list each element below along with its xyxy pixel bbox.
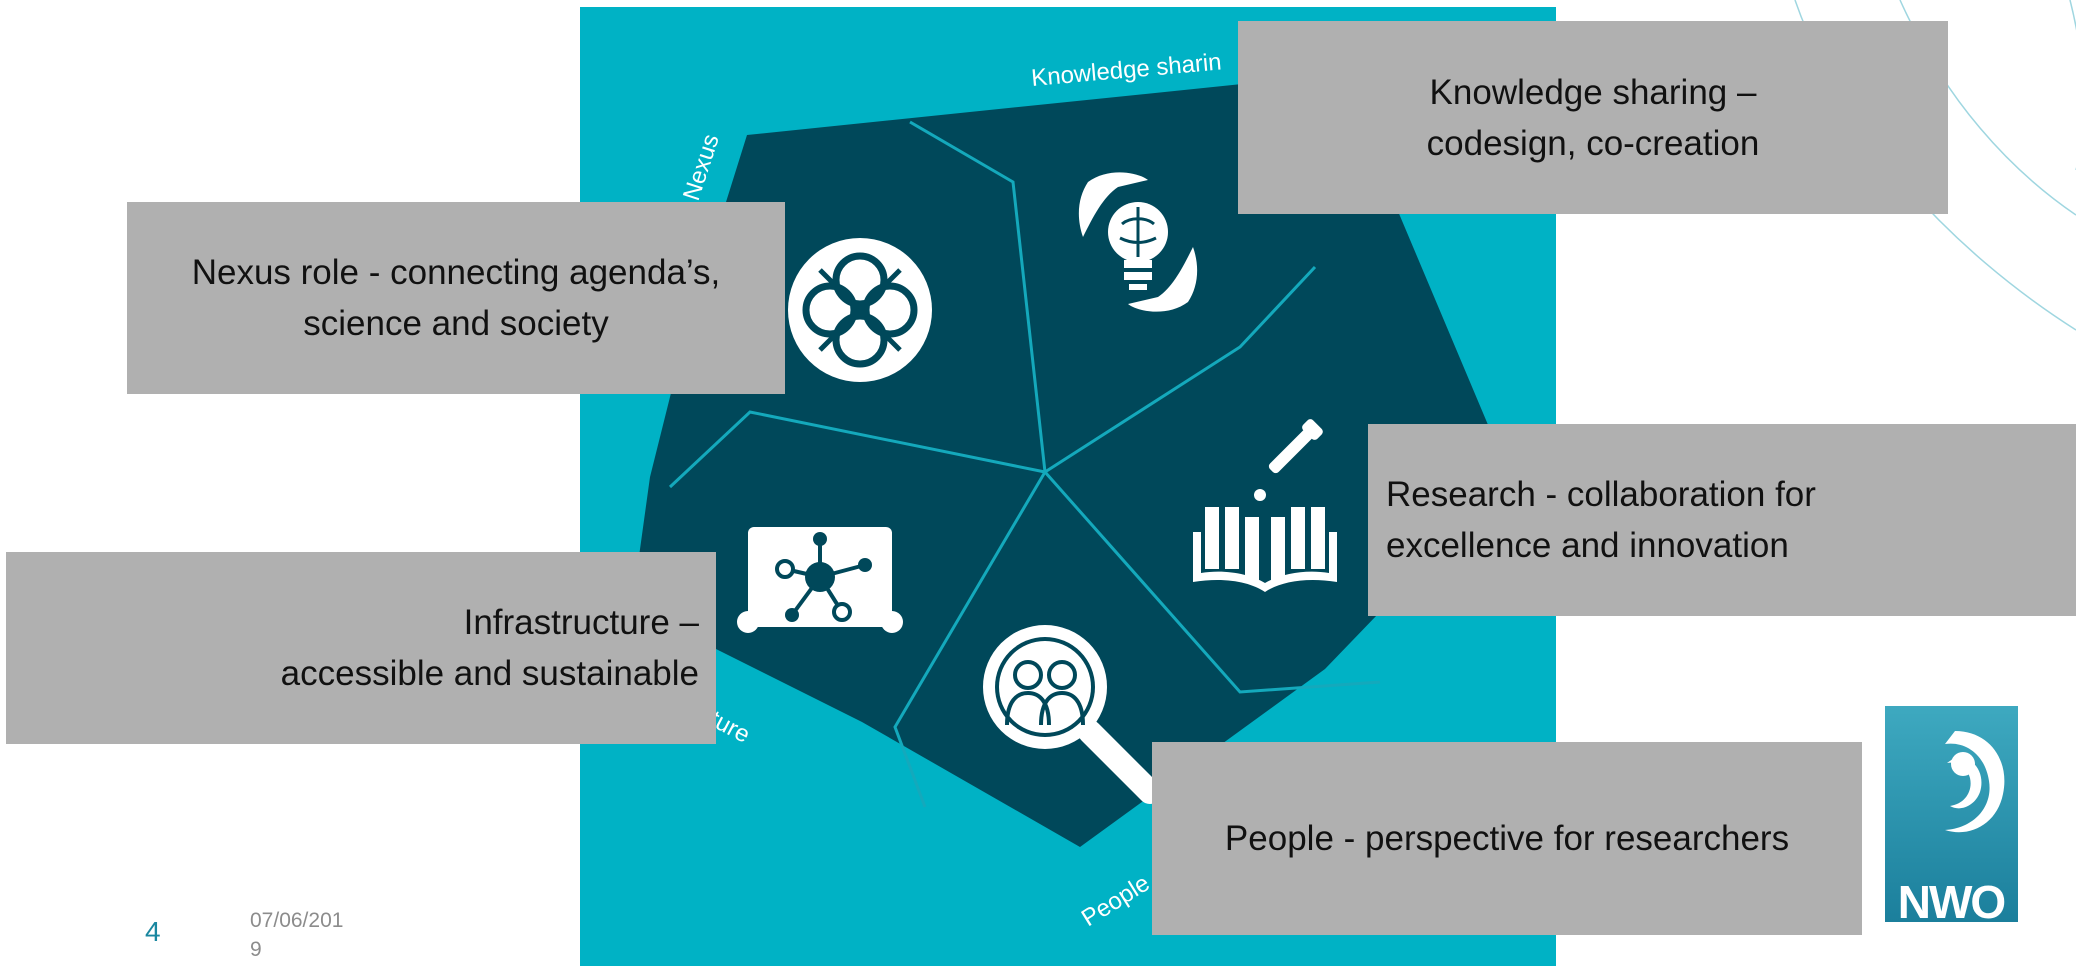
card-infrastructure-line2: accessible and sustainable [280, 654, 699, 693]
card-research: Research - collaboration for excellence … [1368, 424, 2076, 616]
card-infrastructure-line1: Infrastructure – [463, 603, 699, 642]
card-nexus-line1: Nexus role - connecting agenda’s, [191, 253, 721, 292]
card-infrastructure: Infrastructure – accessible and sustaina… [6, 552, 716, 744]
book-pipette-icon [1193, 419, 1337, 592]
nwo-logo: NWO [1885, 706, 2018, 928]
card-knowledge-sharing: Knowledge sharing – codesign, co-creatio… [1238, 21, 1948, 214]
card-research-line2: excellence and innovation [1386, 526, 1789, 565]
brain-bulb-hands-icon [1078, 172, 1198, 312]
nwo-logo-text: NWO [1898, 876, 2005, 922]
card-people: People - perspective for researchers [1152, 742, 1862, 935]
people-magnifier-icon [983, 625, 1162, 804]
network-map-icon [737, 527, 903, 633]
nexus-arrows-icon [788, 238, 932, 382]
card-research-line1: Research - collaboration for [1386, 475, 1816, 514]
card-knowledge-line1: Knowledge sharing – [1429, 72, 1757, 112]
slide-date: 07/06/2019 [250, 909, 344, 961]
card-nexus-line2: science and society [303, 304, 609, 343]
card-nexus-role: Nexus role - connecting agenda’s, scienc… [127, 202, 785, 394]
card-people-line1: People - perspective for researchers [1224, 819, 1790, 858]
card-knowledge-line2: codesign, co-creation [1426, 123, 1760, 163]
slide-number: 4 [145, 916, 161, 947]
